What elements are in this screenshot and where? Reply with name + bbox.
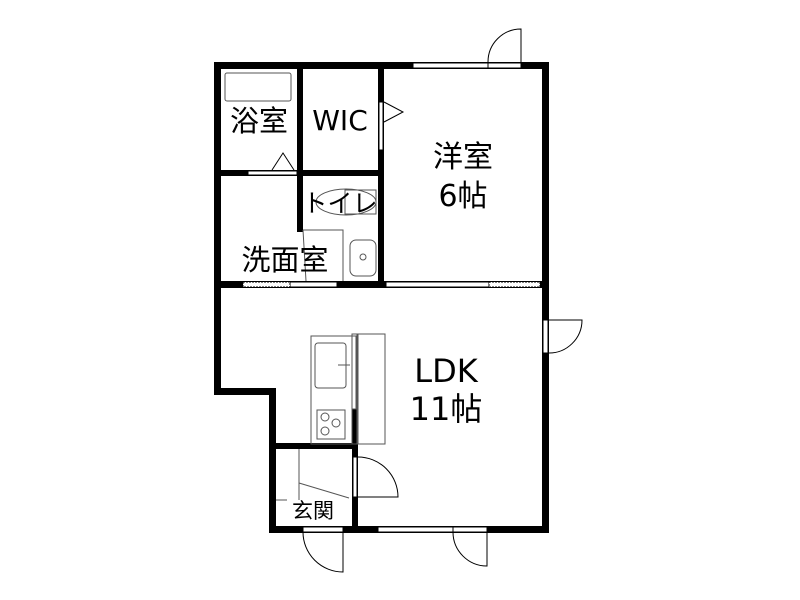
bath-door[interactable] bbox=[247, 170, 298, 176]
wash-basin bbox=[349, 239, 377, 277]
middle-wall bbox=[214, 281, 548, 288]
wic-label: WIC bbox=[312, 104, 368, 137]
lower-left-wall bbox=[269, 388, 276, 532]
western-size-label: 6帖 bbox=[438, 179, 487, 214]
stove bbox=[316, 409, 346, 440]
western-label: 洋室 bbox=[433, 140, 493, 175]
right-wall bbox=[542, 62, 549, 533]
step-wall bbox=[214, 388, 275, 395]
ldk-size-label: 11帖 bbox=[410, 390, 483, 428]
ldk-label: LDK bbox=[414, 352, 478, 390]
bath-label: 浴室 bbox=[230, 104, 288, 138]
ldk-bottom-door[interactable] bbox=[452, 531, 488, 567]
room-labels: 浴室 WIC 洋室 6帖 トイレ 洗面室 LDK 11帖 玄関 bbox=[230, 104, 493, 523]
entrance-top-wall bbox=[269, 443, 358, 449]
kitchen-bar bbox=[357, 333, 386, 445]
toilet-top-wall bbox=[297, 170, 384, 176]
wash-door[interactable] bbox=[289, 281, 338, 288]
entrance-inner-door[interactable] bbox=[352, 456, 358, 498]
bath-wic-wall bbox=[297, 62, 303, 232]
fixtures bbox=[224, 72, 386, 501]
western-sliding-door[interactable] bbox=[385, 281, 490, 288]
kitchen-counter bbox=[310, 335, 357, 445]
ldk-window[interactable] bbox=[377, 526, 454, 533]
bathtub bbox=[224, 72, 292, 102]
toilet-label: トイレ bbox=[302, 189, 377, 218]
left-wall bbox=[214, 62, 221, 394]
western-window[interactable] bbox=[412, 62, 489, 69]
front-door[interactable] bbox=[302, 526, 344, 533]
openings bbox=[242, 28, 583, 573]
wic-door[interactable] bbox=[378, 101, 384, 151]
washroom-label: 洗面室 bbox=[241, 243, 328, 277]
entrance-label: 玄関 bbox=[292, 499, 334, 523]
balcony-door[interactable] bbox=[487, 28, 522, 63]
ldk-side-door[interactable] bbox=[542, 319, 549, 354]
